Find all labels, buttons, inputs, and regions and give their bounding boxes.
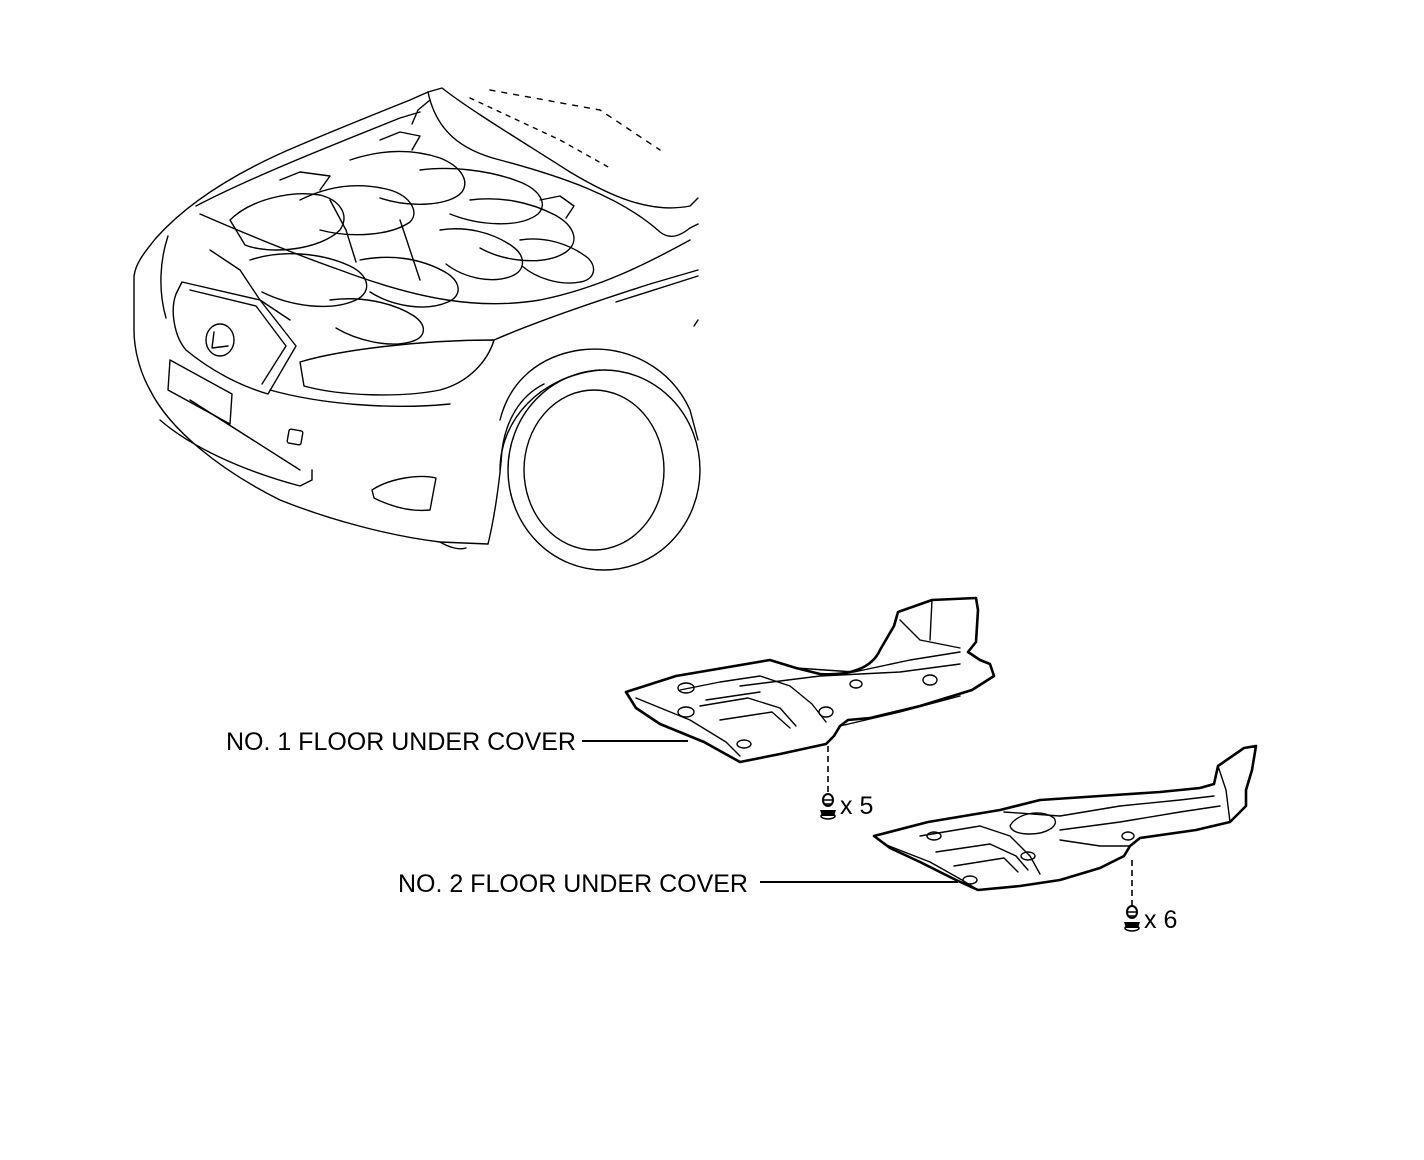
quantity-label-cover2: x 6 (1144, 906, 1177, 934)
no1-floor-under-cover-illustration (624, 596, 996, 764)
no2-floor-under-cover-illustration (872, 744, 1258, 892)
car-front-illustration (133, 87, 701, 571)
label-no2-floor-under-cover: NO. 2 FLOOR UNDER COVER (398, 870, 748, 898)
label-no1-floor-under-cover: NO. 1 FLOOR UNDER COVER (226, 728, 576, 756)
quantity-label-cover1: x 5 (840, 792, 873, 820)
clip-fastener-icon (1124, 905, 1140, 932)
clip-fastener-icon (820, 793, 836, 820)
